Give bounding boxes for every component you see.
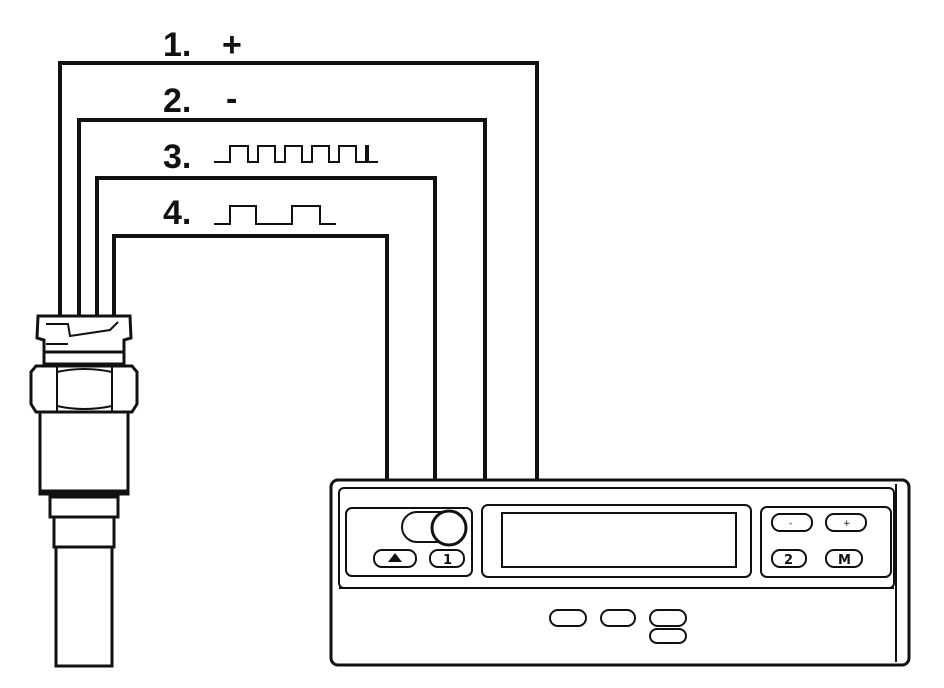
wire-label-4: 4.: [163, 194, 336, 232]
speed-sensor: [29, 314, 139, 668]
wire-2-signal-minus: -: [226, 80, 237, 118]
drawer-button-2[interactable]: [600, 609, 636, 627]
wire-2-number: 2.: [163, 82, 191, 120]
plus-button-label: +: [843, 519, 851, 529]
pulse-signal-fast-icon: [214, 145, 378, 163]
wire-1-signal-plus: +: [222, 26, 242, 64]
drawer-button-1[interactable]: [549, 609, 587, 627]
driver-1-button-label: 1: [443, 553, 452, 568]
menu-button-label: M: [838, 553, 851, 568]
wire-3-number: 3.: [163, 138, 191, 176]
eject-button[interactable]: [373, 549, 417, 568]
menu-button[interactable]: [825, 549, 863, 568]
sensor-collar: [42, 350, 126, 366]
wire-label-1: 1. +: [163, 26, 242, 64]
sensor-shaft-collar: [48, 495, 120, 519]
wire-2: [77, 118, 487, 482]
menu-button-panel: [760, 506, 892, 578]
tachograph-housing: [329, 478, 911, 667]
pulse-signal-slow-icon: [214, 205, 336, 225]
wire-3: [95, 176, 437, 482]
minus-button-label: -: [789, 519, 792, 529]
tachograph: 1 - + 2 M: [329, 478, 911, 667]
wire-1: [58, 61, 539, 482]
card-slot-panel: [345, 507, 473, 577]
sensor-shaft: [52, 515, 116, 549]
eject-icon: [388, 553, 402, 562]
card-slot-knob[interactable]: [430, 509, 468, 547]
display-screen: [501, 512, 737, 568]
drawer-button-3[interactable]: [649, 609, 687, 627]
display-frame: [481, 504, 752, 578]
wire-1-number: 1.: [163, 26, 191, 64]
wire-4-number: 4.: [163, 194, 191, 232]
wire-label-3: 3.: [163, 138, 378, 176]
driver-2-button[interactable]: [771, 549, 807, 568]
driver-1-button[interactable]: [429, 549, 465, 568]
plus-button[interactable]: [825, 513, 867, 532]
sensor-body: [38, 410, 130, 496]
sensor-probe: [54, 545, 114, 668]
drawer-button-4[interactable]: [649, 628, 687, 644]
minus-button[interactable]: [771, 513, 813, 532]
driver-2-button-label: 2: [784, 553, 793, 568]
wire-4: [112, 234, 389, 482]
sensor-hex-nut: [29, 364, 139, 414]
wire-label-2: 2. -: [163, 80, 237, 120]
